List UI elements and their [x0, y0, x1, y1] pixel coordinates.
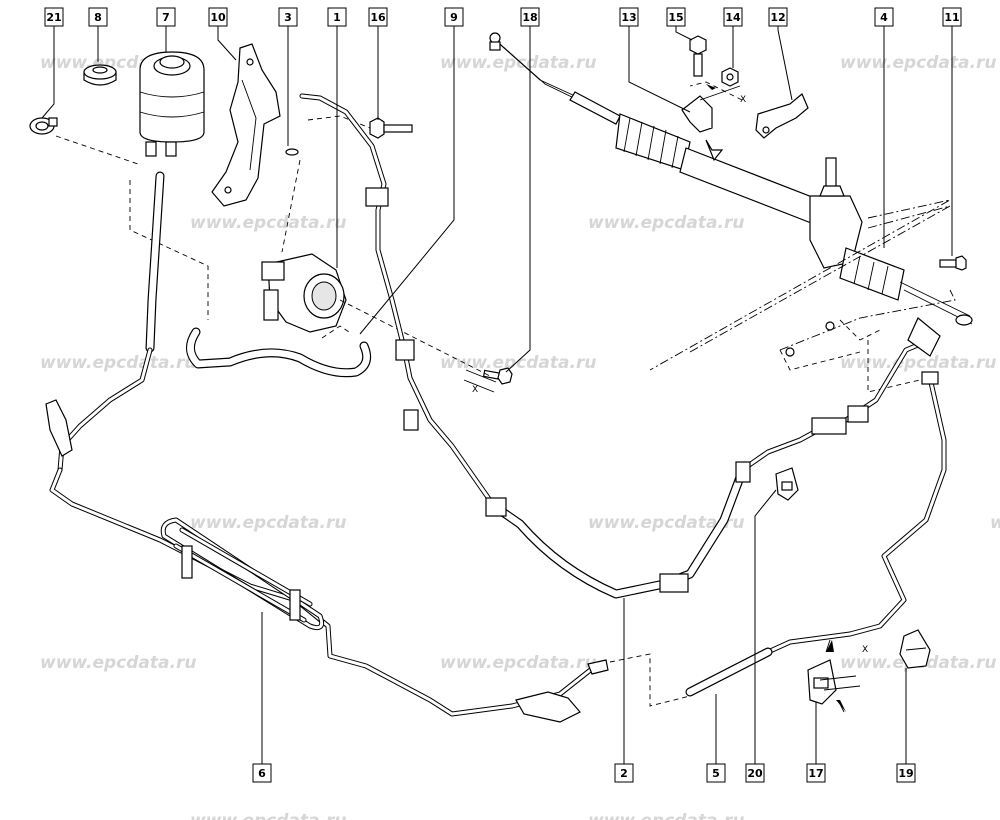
main-pressure-pipe	[485, 317, 941, 599]
reservoir-bracket	[211, 43, 281, 207]
pipe-clip-19	[899, 629, 931, 669]
tightening-marks: X X X	[463, 84, 868, 655]
svg-text:7: 7	[162, 11, 170, 24]
watermark: www.epcdata.ru	[190, 213, 346, 233]
callout-7: 7	[156, 7, 176, 27]
callout-8: 8	[88, 7, 108, 27]
x-mark: X	[862, 645, 868, 655]
pipe-bracket-12	[755, 93, 809, 139]
svg-text:6: 6	[258, 767, 266, 780]
callout-16: 16	[368, 7, 388, 27]
assembly-reference-lines	[649, 199, 956, 371]
callout-5: 5	[706, 763, 726, 783]
hose-clip-21	[29, 117, 58, 135]
svg-text:15: 15	[668, 11, 683, 24]
o-ring-seal	[285, 148, 299, 156]
watermark: www.epcdata.ru	[840, 53, 996, 73]
watermark: www.epcdata.ru	[840, 353, 996, 373]
watermark: www.epcdata.ru	[440, 353, 596, 373]
svg-text:13: 13	[621, 11, 636, 24]
svg-text:4: 4	[880, 11, 888, 24]
svg-text:2: 2	[620, 767, 628, 780]
svg-text:16: 16	[370, 11, 386, 24]
assembly-dashed-lines	[55, 81, 921, 707]
svg-text:18: 18	[522, 11, 537, 24]
svg-text:8: 8	[94, 11, 102, 24]
svg-text:5: 5	[712, 767, 720, 780]
rack-mounting-bracket	[681, 95, 713, 133]
steering-rack	[489, 32, 973, 326]
fluid-reservoir	[139, 51, 205, 157]
svg-text:1: 1	[333, 11, 341, 24]
watermark: www.epcdata.ru	[990, 513, 1000, 533]
watermark: www.epcdata.ru	[40, 353, 196, 373]
callout-20: 20	[745, 763, 765, 783]
hose-clip-17	[807, 639, 861, 713]
svg-text:20: 20	[747, 767, 763, 780]
svg-text:10: 10	[210, 11, 226, 24]
callout-10: 10	[208, 7, 228, 27]
svg-text:12: 12	[770, 11, 785, 24]
svg-text:14: 14	[725, 11, 741, 24]
bolt-16	[369, 117, 413, 139]
x-mark: X	[472, 385, 478, 395]
callout-13: 13	[619, 7, 639, 27]
watermark: www.epcdata.ru	[190, 513, 346, 533]
oil-cooler	[45, 399, 601, 717]
watermark: www.epcdata.ru	[190, 811, 346, 820]
pipe-clip-20	[775, 467, 799, 501]
callout-15: 15	[666, 7, 686, 27]
watermark: www.epcdata.ru	[40, 653, 196, 673]
callout-19: 19	[896, 763, 916, 783]
callout-9: 9	[444, 7, 464, 27]
svg-text:19: 19	[898, 767, 913, 780]
callout-6: 6	[252, 763, 272, 783]
suction-hose	[186, 327, 372, 378]
callout-18: 18	[520, 7, 540, 27]
watermark: www.epcdata.ru	[440, 653, 596, 673]
callout-leaders	[41, 26, 953, 764]
watermarks: www.epcdata.ru www.epcdata.ru www.epcdat…	[40, 53, 1000, 820]
pipe-bracket-lower	[515, 659, 609, 723]
svg-text:3: 3	[284, 11, 292, 24]
callout-17: 17	[806, 763, 826, 783]
callout-11: 11	[942, 7, 962, 27]
bolt-11	[939, 255, 967, 271]
return-hose	[57, 171, 165, 473]
pressure-hose	[299, 93, 497, 509]
callout-2: 2	[614, 763, 634, 783]
watermark: www.epcdata.ru	[588, 513, 744, 533]
callout-14: 14	[723, 7, 743, 27]
callout-4: 4	[874, 7, 894, 27]
watermark: www.epcdata.ru	[588, 811, 744, 820]
watermark: www.epcdata.ru	[588, 213, 744, 233]
callout-3: 3	[278, 7, 298, 27]
bolt-15	[689, 35, 707, 77]
svg-text:11: 11	[944, 11, 959, 24]
reservoir-cap	[83, 64, 117, 86]
bolt-18	[482, 367, 513, 385]
svg-text:21: 21	[46, 11, 61, 24]
svg-text:9: 9	[450, 11, 458, 24]
callout-21: 21	[44, 7, 64, 27]
x-mark: X	[740, 95, 746, 105]
power-steering-pump	[261, 253, 347, 333]
callout-12: 12	[768, 7, 788, 27]
callout-1: 1	[327, 7, 347, 27]
svg-text:17: 17	[808, 767, 823, 780]
nut-14	[721, 67, 739, 87]
watermark: www.epcdata.ru	[440, 53, 596, 73]
